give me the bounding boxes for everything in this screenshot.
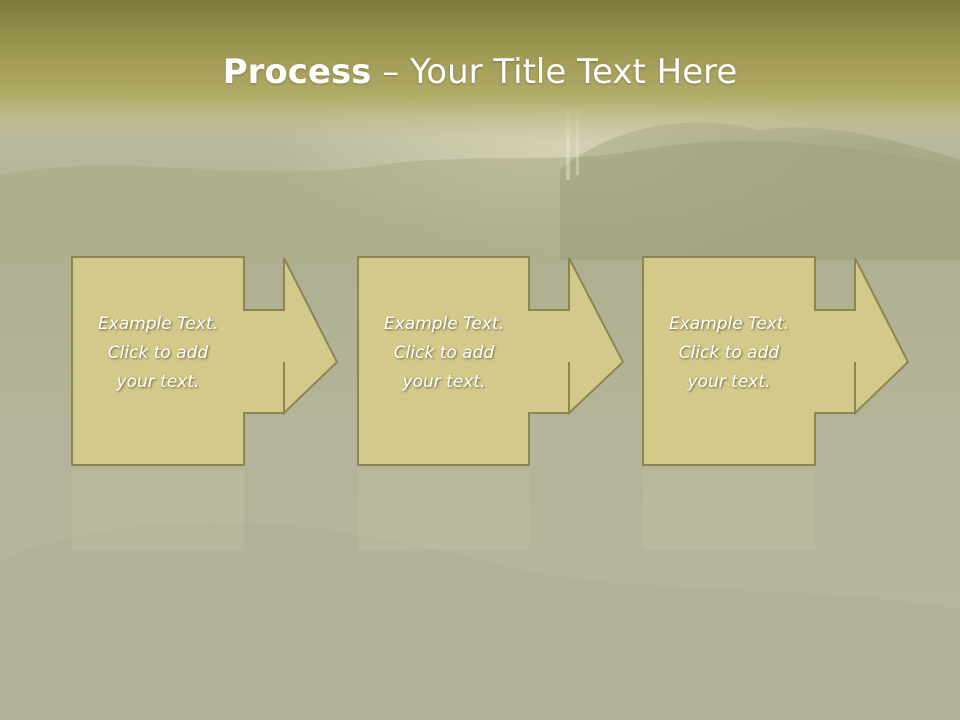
title-rest: – Your Title Text Here <box>371 52 738 92</box>
step-text-line: your text. <box>402 372 486 392</box>
process-step-3[interactable]: Example Text. Click to add your text. <box>642 256 912 550</box>
step-text-line: Example Text. <box>97 314 219 334</box>
step-text-line: Example Text. <box>668 314 790 334</box>
step-text-line: Click to add <box>678 343 780 363</box>
step-arrow-shape <box>357 256 625 466</box>
step-text-line: Click to add <box>393 343 495 363</box>
step-text-line: your text. <box>116 372 200 392</box>
step-arrow-shape <box>642 256 910 466</box>
process-step-1[interactable]: Example Text. Click to add your text. <box>71 256 341 550</box>
step-reflection <box>72 470 244 550</box>
step-reflection <box>358 470 529 550</box>
step-reflection <box>643 470 815 550</box>
step-text-line: Click to add <box>107 343 209 363</box>
title-band <box>0 0 960 140</box>
step-text[interactable]: Example Text. Click to add your text. <box>73 310 243 397</box>
slide-title[interactable]: Process – Your Title Text Here <box>0 52 960 92</box>
process-step-2[interactable]: Example Text. Click to add your text. <box>357 256 627 550</box>
step-arrow-shape <box>71 256 339 466</box>
step-text-line: Example Text. <box>383 314 505 334</box>
step-text[interactable]: Example Text. Click to add your text. <box>644 310 814 397</box>
step-text[interactable]: Example Text. Click to add your text. <box>359 310 529 397</box>
step-text-line: your text. <box>687 372 771 392</box>
title-bold: Process <box>222 52 372 92</box>
